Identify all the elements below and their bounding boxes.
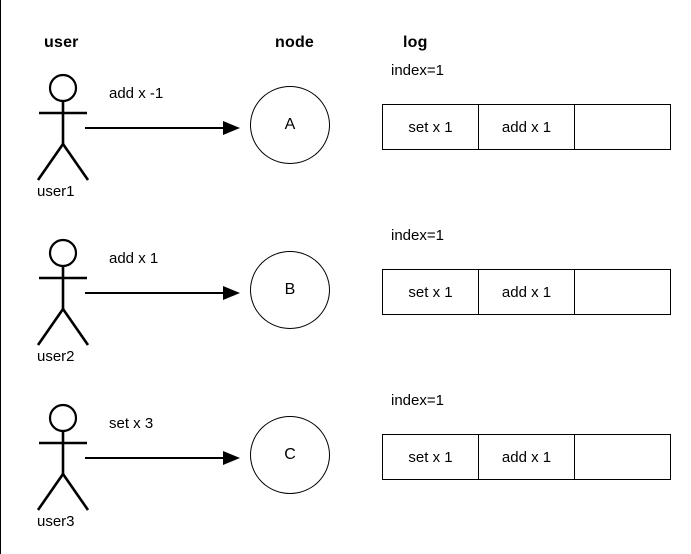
log-cell-empty: [575, 270, 670, 314]
log-cell: set x 1: [383, 270, 479, 314]
node-label: A: [284, 116, 296, 133]
node-circle: C: [250, 416, 342, 508]
log-cell: set x 1: [383, 435, 479, 479]
diagram-row: user1 add x -1 A index=1 set x 1 add x 1: [1, 0, 691, 199]
actor-stick-figure-icon: [31, 70, 101, 190]
log-cell: add x 1: [479, 105, 575, 149]
node-circle-shape: [250, 251, 330, 329]
actor-label: user3: [37, 513, 75, 530]
column-header-log: log: [403, 34, 428, 51]
actor-label: user2: [37, 348, 75, 365]
log-cell-empty: [575, 435, 670, 479]
column-header-node: node: [275, 34, 315, 51]
log-index-label: index=1: [391, 62, 444, 79]
diagram-row: user3 set x 3 C index=1 set x 1 add x 1: [1, 330, 691, 529]
log-cell: add x 1: [479, 270, 575, 314]
node-label: B: [284, 281, 296, 298]
node-circle: A: [250, 86, 342, 178]
node-label: C: [284, 446, 296, 463]
arrow-label: set x 3: [109, 415, 154, 432]
log-cell: set x 1: [383, 105, 479, 149]
log-cell: add x 1: [479, 435, 575, 479]
log-table: set x 1 add x 1: [382, 269, 671, 315]
log-table: set x 1 add x 1: [382, 434, 671, 480]
arrow-icon: [83, 112, 243, 140]
actor-label: user1: [37, 183, 75, 200]
arrow-icon: [83, 277, 243, 305]
log-index-label: index=1: [391, 227, 444, 244]
actor-stick-figure-icon: [31, 400, 101, 520]
arrow-label: add x -1: [109, 85, 164, 102]
log-table: set x 1 add x 1: [382, 104, 671, 150]
log-index-label: index=1: [391, 392, 444, 409]
arrow-label: add x 1: [109, 250, 159, 267]
node-circle-shape: [250, 86, 330, 164]
arrow-icon: [83, 442, 243, 470]
node-circle: B: [250, 251, 342, 343]
column-header-user: user: [44, 34, 79, 51]
log-cell-empty: [575, 105, 670, 149]
actor-stick-figure-icon: [31, 235, 101, 355]
diagram-row: user2 add x 1 B index=1 set x 1 add x 1: [1, 165, 691, 364]
node-circle-shape: [250, 416, 330, 494]
